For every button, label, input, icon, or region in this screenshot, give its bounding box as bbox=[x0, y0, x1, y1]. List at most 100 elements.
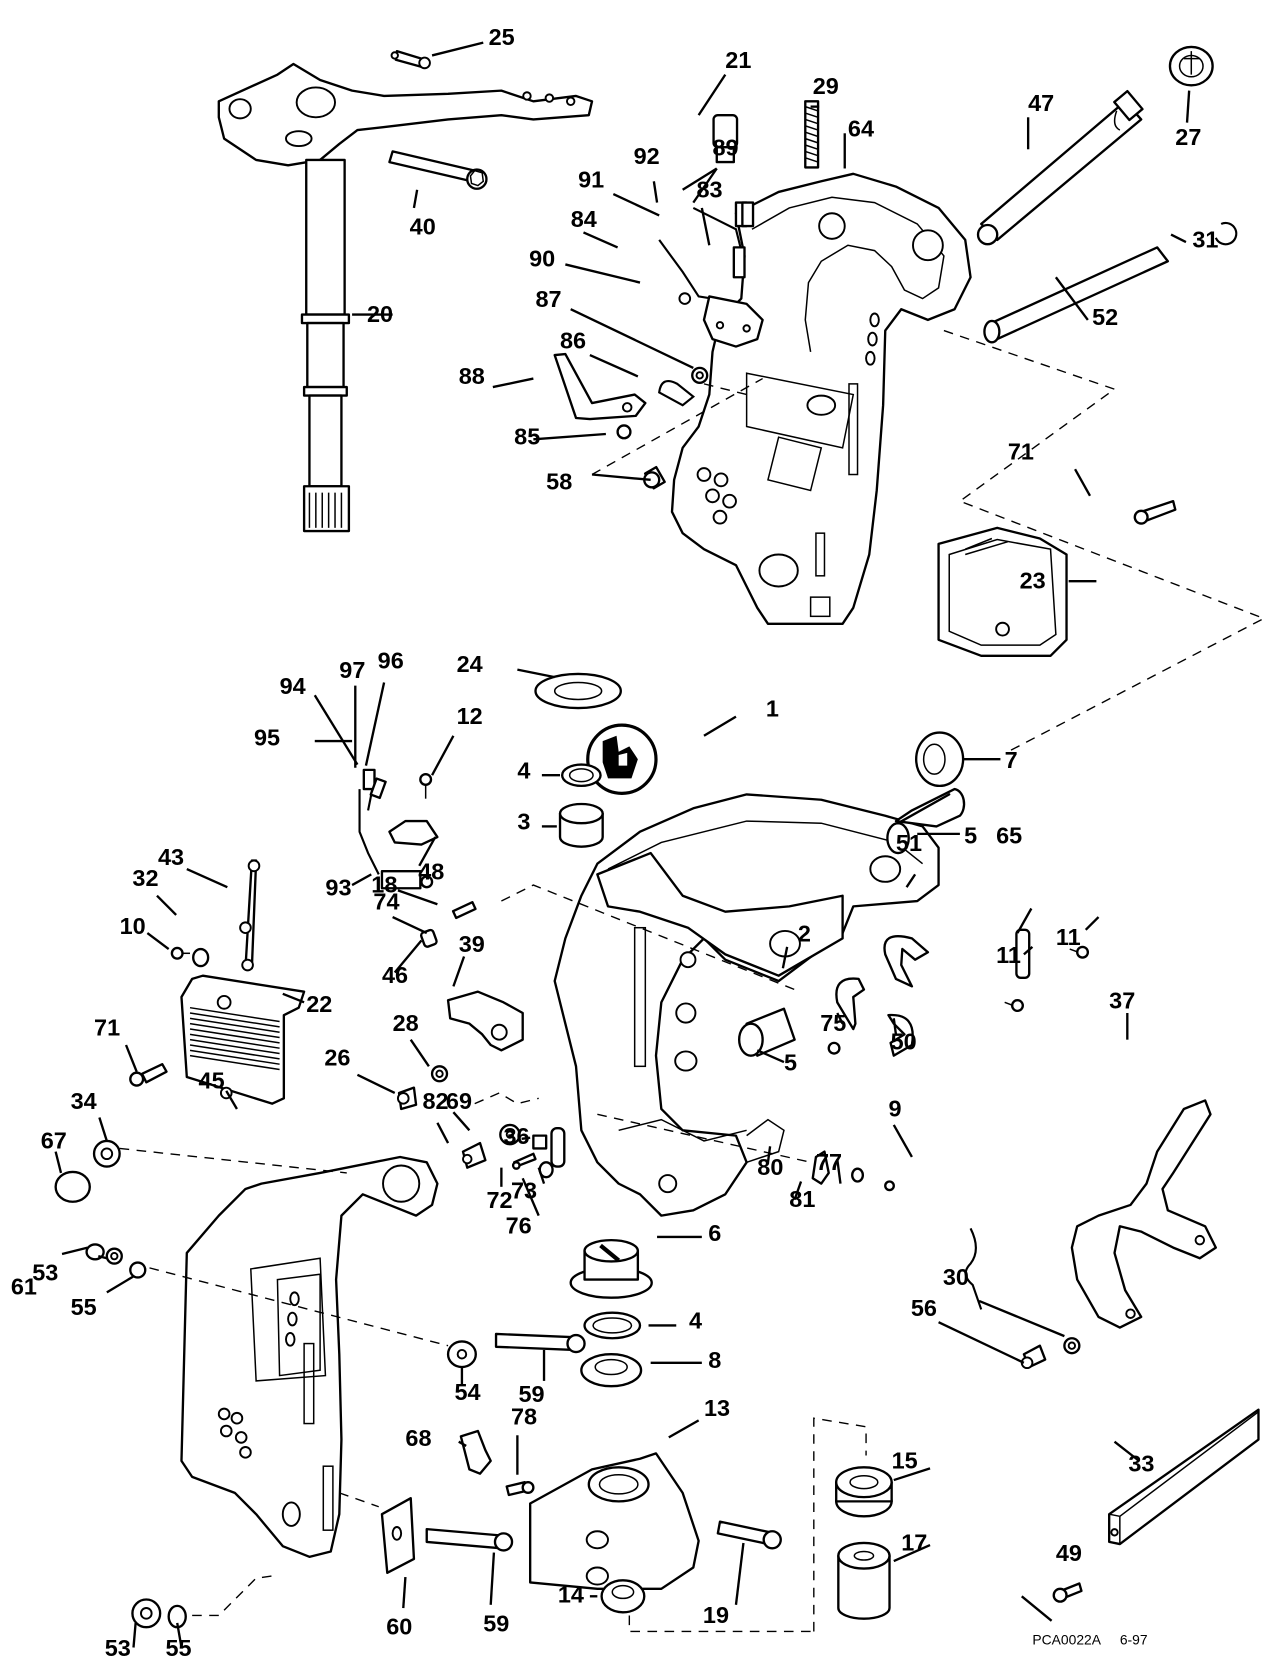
trim-switch-harness bbox=[358, 768, 434, 890]
callout-label-4: 4 bbox=[689, 1308, 702, 1334]
callout-label-25: 25 bbox=[489, 24, 515, 50]
leader-line-26 bbox=[356, 1073, 396, 1095]
callout-label-54: 54 bbox=[454, 1379, 480, 1405]
leader-line-15 bbox=[893, 1467, 931, 1482]
callout-label-67: 67 bbox=[41, 1127, 67, 1153]
pin-74 bbox=[420, 928, 438, 948]
bracket-68 bbox=[459, 1429, 492, 1475]
bolt-59-upper bbox=[494, 1332, 586, 1354]
callout-label-68: 68 bbox=[405, 1425, 431, 1451]
leader-line-73 bbox=[537, 1167, 546, 1184]
leader-line-33 bbox=[1113, 1440, 1140, 1462]
stern-bracket-45 bbox=[180, 1155, 439, 1559]
callout-label-50: 50 bbox=[891, 1028, 917, 1054]
leader-line-71 bbox=[124, 1044, 138, 1073]
screw-2 bbox=[827, 1041, 841, 1055]
leader-line-48 bbox=[418, 836, 437, 867]
callout-label-22: 22 bbox=[306, 991, 332, 1017]
leader-line-12 bbox=[431, 735, 455, 776]
callout-label-14: 14 bbox=[558, 1582, 584, 1608]
steering-arm-shaft bbox=[217, 62, 594, 533]
bushing-15 bbox=[835, 1466, 893, 1518]
bolt-59-lower bbox=[425, 1527, 514, 1552]
callout-label-9: 9 bbox=[888, 1095, 901, 1121]
callout-label-83: 83 bbox=[697, 176, 723, 202]
leader-line-96 bbox=[364, 682, 386, 766]
callout-label-11: 11 bbox=[996, 942, 1021, 968]
leader-line-94 bbox=[313, 694, 359, 766]
leader-line-52 bbox=[1054, 276, 1089, 321]
leader-line-10 bbox=[146, 932, 170, 950]
callout-label-19: 19 bbox=[703, 1602, 729, 1628]
callout-label-72: 72 bbox=[486, 1187, 512, 1213]
callout-label-2: 2 bbox=[798, 921, 811, 947]
callout-label-39: 39 bbox=[459, 931, 485, 957]
leader-line-9 bbox=[892, 1124, 913, 1158]
callout-label-52: 52 bbox=[1092, 304, 1118, 330]
leader-line-55 bbox=[176, 1622, 183, 1648]
callout-label-51: 51 bbox=[896, 830, 922, 856]
callout-label-87: 87 bbox=[536, 286, 562, 312]
callout-label-71: 71 bbox=[1008, 439, 1034, 465]
callout-label-37: 37 bbox=[1109, 988, 1135, 1014]
bolt-25 bbox=[390, 50, 431, 70]
leader-line-89 bbox=[682, 167, 718, 191]
callout-label-36: 36 bbox=[504, 1123, 530, 1149]
leader-line-76 bbox=[521, 1177, 540, 1217]
bushing-6 bbox=[569, 1238, 653, 1299]
seal-24 bbox=[534, 672, 622, 710]
screw-58 bbox=[643, 465, 666, 490]
callout-label-15: 15 bbox=[892, 1447, 918, 1473]
callout-label-61: 61 bbox=[11, 1274, 37, 1300]
leader-line-65 bbox=[1016, 907, 1033, 934]
nut-27 bbox=[1168, 45, 1214, 87]
leader-line-81 bbox=[793, 1181, 803, 1201]
housing-13 bbox=[528, 1452, 700, 1590]
leader-line-19 bbox=[734, 1542, 745, 1605]
leader-line-36 bbox=[521, 1136, 531, 1141]
leader-line-31 bbox=[1170, 233, 1187, 244]
leader-line-21 bbox=[697, 73, 727, 116]
clip-86 bbox=[658, 380, 696, 407]
leader-line-2 bbox=[781, 946, 789, 969]
screw-71-lower bbox=[129, 1063, 168, 1087]
ring-31 bbox=[1214, 221, 1238, 246]
leader-line-86 bbox=[589, 354, 639, 378]
assembly-line bbox=[501, 884, 801, 993]
callout-label-20: 20 bbox=[367, 301, 393, 327]
callout-label-21: 21 bbox=[725, 47, 751, 73]
leader-line-22 bbox=[282, 992, 305, 1004]
leader-line-39 bbox=[452, 956, 466, 987]
leader-line-88 bbox=[492, 377, 534, 389]
screw-12 bbox=[419, 772, 433, 799]
leader-line-59 bbox=[489, 1552, 496, 1605]
bracket-88 bbox=[553, 352, 647, 421]
leader-line-11 bbox=[1023, 946, 1034, 956]
bushing-3 bbox=[558, 802, 604, 848]
callout-label-74: 74 bbox=[373, 889, 399, 915]
bolt-19 bbox=[716, 1520, 782, 1550]
leader-line-71 bbox=[1074, 468, 1092, 497]
clip-75 bbox=[835, 977, 866, 1031]
callout-label-81: 81 bbox=[789, 1186, 815, 1212]
bolt-26 bbox=[396, 1086, 418, 1111]
nut-30 bbox=[1063, 1337, 1081, 1355]
strap-43 bbox=[239, 859, 261, 972]
assembly-line bbox=[813, 1417, 867, 1632]
callout-label-4: 4 bbox=[517, 757, 530, 783]
callout-label-86: 86 bbox=[560, 328, 586, 354]
callout-label-12: 12 bbox=[457, 703, 483, 729]
callout-label-5: 5 bbox=[964, 822, 977, 848]
leader-line-87 bbox=[570, 308, 694, 369]
seal-4-lower bbox=[583, 1311, 642, 1340]
nut-28 bbox=[430, 1065, 449, 1083]
callout-label-82: 82 bbox=[422, 1088, 448, 1114]
callout-label-33: 33 bbox=[1128, 1451, 1154, 1477]
washer-69 bbox=[499, 1123, 521, 1146]
callout-label-5: 5 bbox=[784, 1050, 797, 1076]
callout-label-6: 6 bbox=[708, 1220, 721, 1246]
callout-label-76: 76 bbox=[506, 1213, 532, 1239]
washer-55-upper bbox=[129, 1261, 147, 1279]
nut-53-lower bbox=[131, 1598, 162, 1629]
